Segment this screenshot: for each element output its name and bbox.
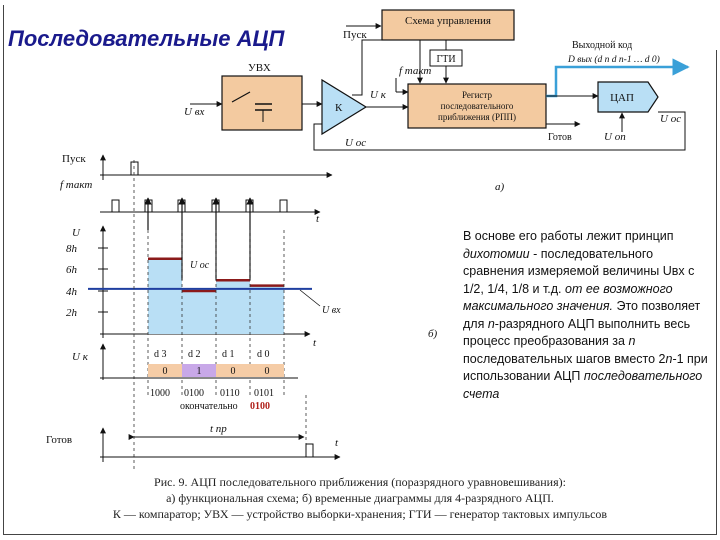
bit-value: 0	[265, 366, 270, 377]
dac-step-bar	[148, 258, 182, 334]
level-4h: 4h	[66, 286, 78, 298]
functional-part-label: а)	[495, 181, 505, 193]
ready-pulse	[305, 443, 314, 458]
dac-label: ЦАП	[610, 92, 634, 104]
control-to-comparator	[352, 39, 382, 96]
caption-line-3: К — компаратор; УВХ — устройство выборки…	[112, 507, 608, 521]
final-label: окончательно	[180, 401, 238, 412]
timing-diagram: Пуск f такт t U	[46, 153, 438, 470]
description-part: -разрядного АЦП выполнить весь процесс п…	[463, 316, 691, 349]
timing-part-label: б)	[428, 328, 438, 340]
feedback-loop	[313, 111, 686, 151]
clock-row-t-label: t	[316, 213, 320, 225]
caption-line-1: Рис. 9. АЦП последовательного приближени…	[154, 475, 566, 489]
control-block	[381, 9, 515, 41]
uvh-block	[221, 75, 303, 131]
description-n: n	[628, 334, 636, 348]
functional-diagram: Схема управления Пуск ГТИ f такт УВХ	[184, 9, 690, 193]
level-8h: 8h	[66, 243, 78, 255]
ready-row-label: Готов	[46, 434, 72, 446]
ready-t-label: t	[335, 437, 339, 449]
output-code-title: Выходной код	[572, 40, 632, 51]
uvx-pointer	[299, 289, 321, 307]
bit-cell	[216, 364, 250, 377]
register-block	[407, 83, 547, 129]
comparator	[321, 78, 368, 136]
start-pulse	[130, 161, 139, 176]
clock-input-label: f такт	[399, 65, 431, 77]
clock-pulses	[111, 199, 288, 213]
reference-voltage-label: U оп	[604, 131, 626, 143]
bit-cell	[182, 364, 216, 377]
control-block-label: Схема управления	[405, 15, 491, 27]
output-code: D вых (d n d n-1 … d 0)	[567, 54, 660, 65]
uoc-curve-label: U ос	[190, 260, 210, 271]
feedback-voltage-label: U ос	[345, 137, 366, 149]
register-line-2: последовательного	[441, 101, 514, 111]
description-part: -1 при использовании АЦП	[463, 351, 708, 384]
uk-row-label: U к	[72, 351, 89, 363]
code-1000: 1000	[150, 388, 170, 399]
frame-left-line	[3, 5, 4, 535]
register-line-1: Регистр	[462, 90, 492, 100]
description-emphasis: от ее возможного максимального значения.	[463, 281, 673, 314]
input-voltage-label: U вх	[184, 106, 204, 118]
description-part: Это позволяет для	[463, 299, 701, 331]
caption-line-2: а) функциональная схема; б) временные ди…	[166, 491, 554, 505]
u-axis-label: U	[72, 227, 81, 239]
dac-block	[597, 81, 659, 113]
description-emphasis: последовательного счета	[463, 369, 703, 401]
bit-value: 0	[163, 366, 168, 377]
description-text: В основе его работы лежит принцип дихото…	[463, 228, 713, 403]
description-part: - последовательного сравнения измеряемой…	[463, 246, 695, 296]
code-0110: 0110	[220, 388, 240, 399]
conversion-time-label: t пр	[210, 423, 227, 435]
level-2h: 2h	[66, 307, 78, 319]
description-part: последовательных шагов вместо 2	[463, 351, 666, 366]
clock-pulse	[111, 199, 120, 213]
bit-label-d1: d 1	[222, 349, 235, 360]
gti-label: ГТИ	[436, 54, 455, 65]
final-code: 0100	[250, 401, 270, 412]
start-row-label: Пуск	[62, 153, 86, 165]
t-axis-label: t	[313, 337, 317, 349]
frame-bottom-line	[3, 534, 717, 535]
ready-output-label: Готов	[548, 132, 572, 143]
description-n: n	[487, 316, 495, 331]
bit-label-d2: d 2	[188, 349, 201, 360]
comparator-label: К	[335, 102, 343, 114]
dac-step-bar	[250, 285, 284, 334]
description-part: В основе его работы лежит принцип	[463, 229, 674, 243]
bit-label-d3: d 3	[154, 349, 167, 360]
bit-cell	[250, 364, 284, 377]
slide-title: Последовательные АЦП	[8, 26, 285, 51]
dac-output-label: U ос	[660, 113, 681, 125]
clock-pulse	[279, 199, 288, 213]
bit-cell	[148, 364, 182, 377]
description-term: дихотомии	[463, 246, 530, 261]
clock-row-label: f такт	[60, 179, 92, 191]
uvx-curve-label: U вх	[322, 305, 341, 316]
bit-label-d0: d 0	[257, 349, 270, 360]
level-6h: 6h	[66, 264, 78, 276]
dac-step-bar	[182, 291, 216, 334]
uvh-label: УВХ	[248, 62, 271, 74]
code-0101: 0101	[254, 388, 274, 399]
comparator-bit-cells: 0 1 0 0	[148, 364, 284, 377]
description-n: n	[665, 351, 673, 366]
register-line-3: приближения (РПП)	[438, 112, 516, 122]
frame-right-line	[716, 50, 717, 535]
uvh-switch	[231, 91, 251, 103]
code-0100: 0100	[184, 388, 204, 399]
bit-value: 1	[197, 366, 202, 377]
comparator-output-label: U к	[370, 89, 387, 101]
bit-value: 0	[231, 366, 236, 377]
start-input-label: Пуск	[343, 29, 367, 41]
